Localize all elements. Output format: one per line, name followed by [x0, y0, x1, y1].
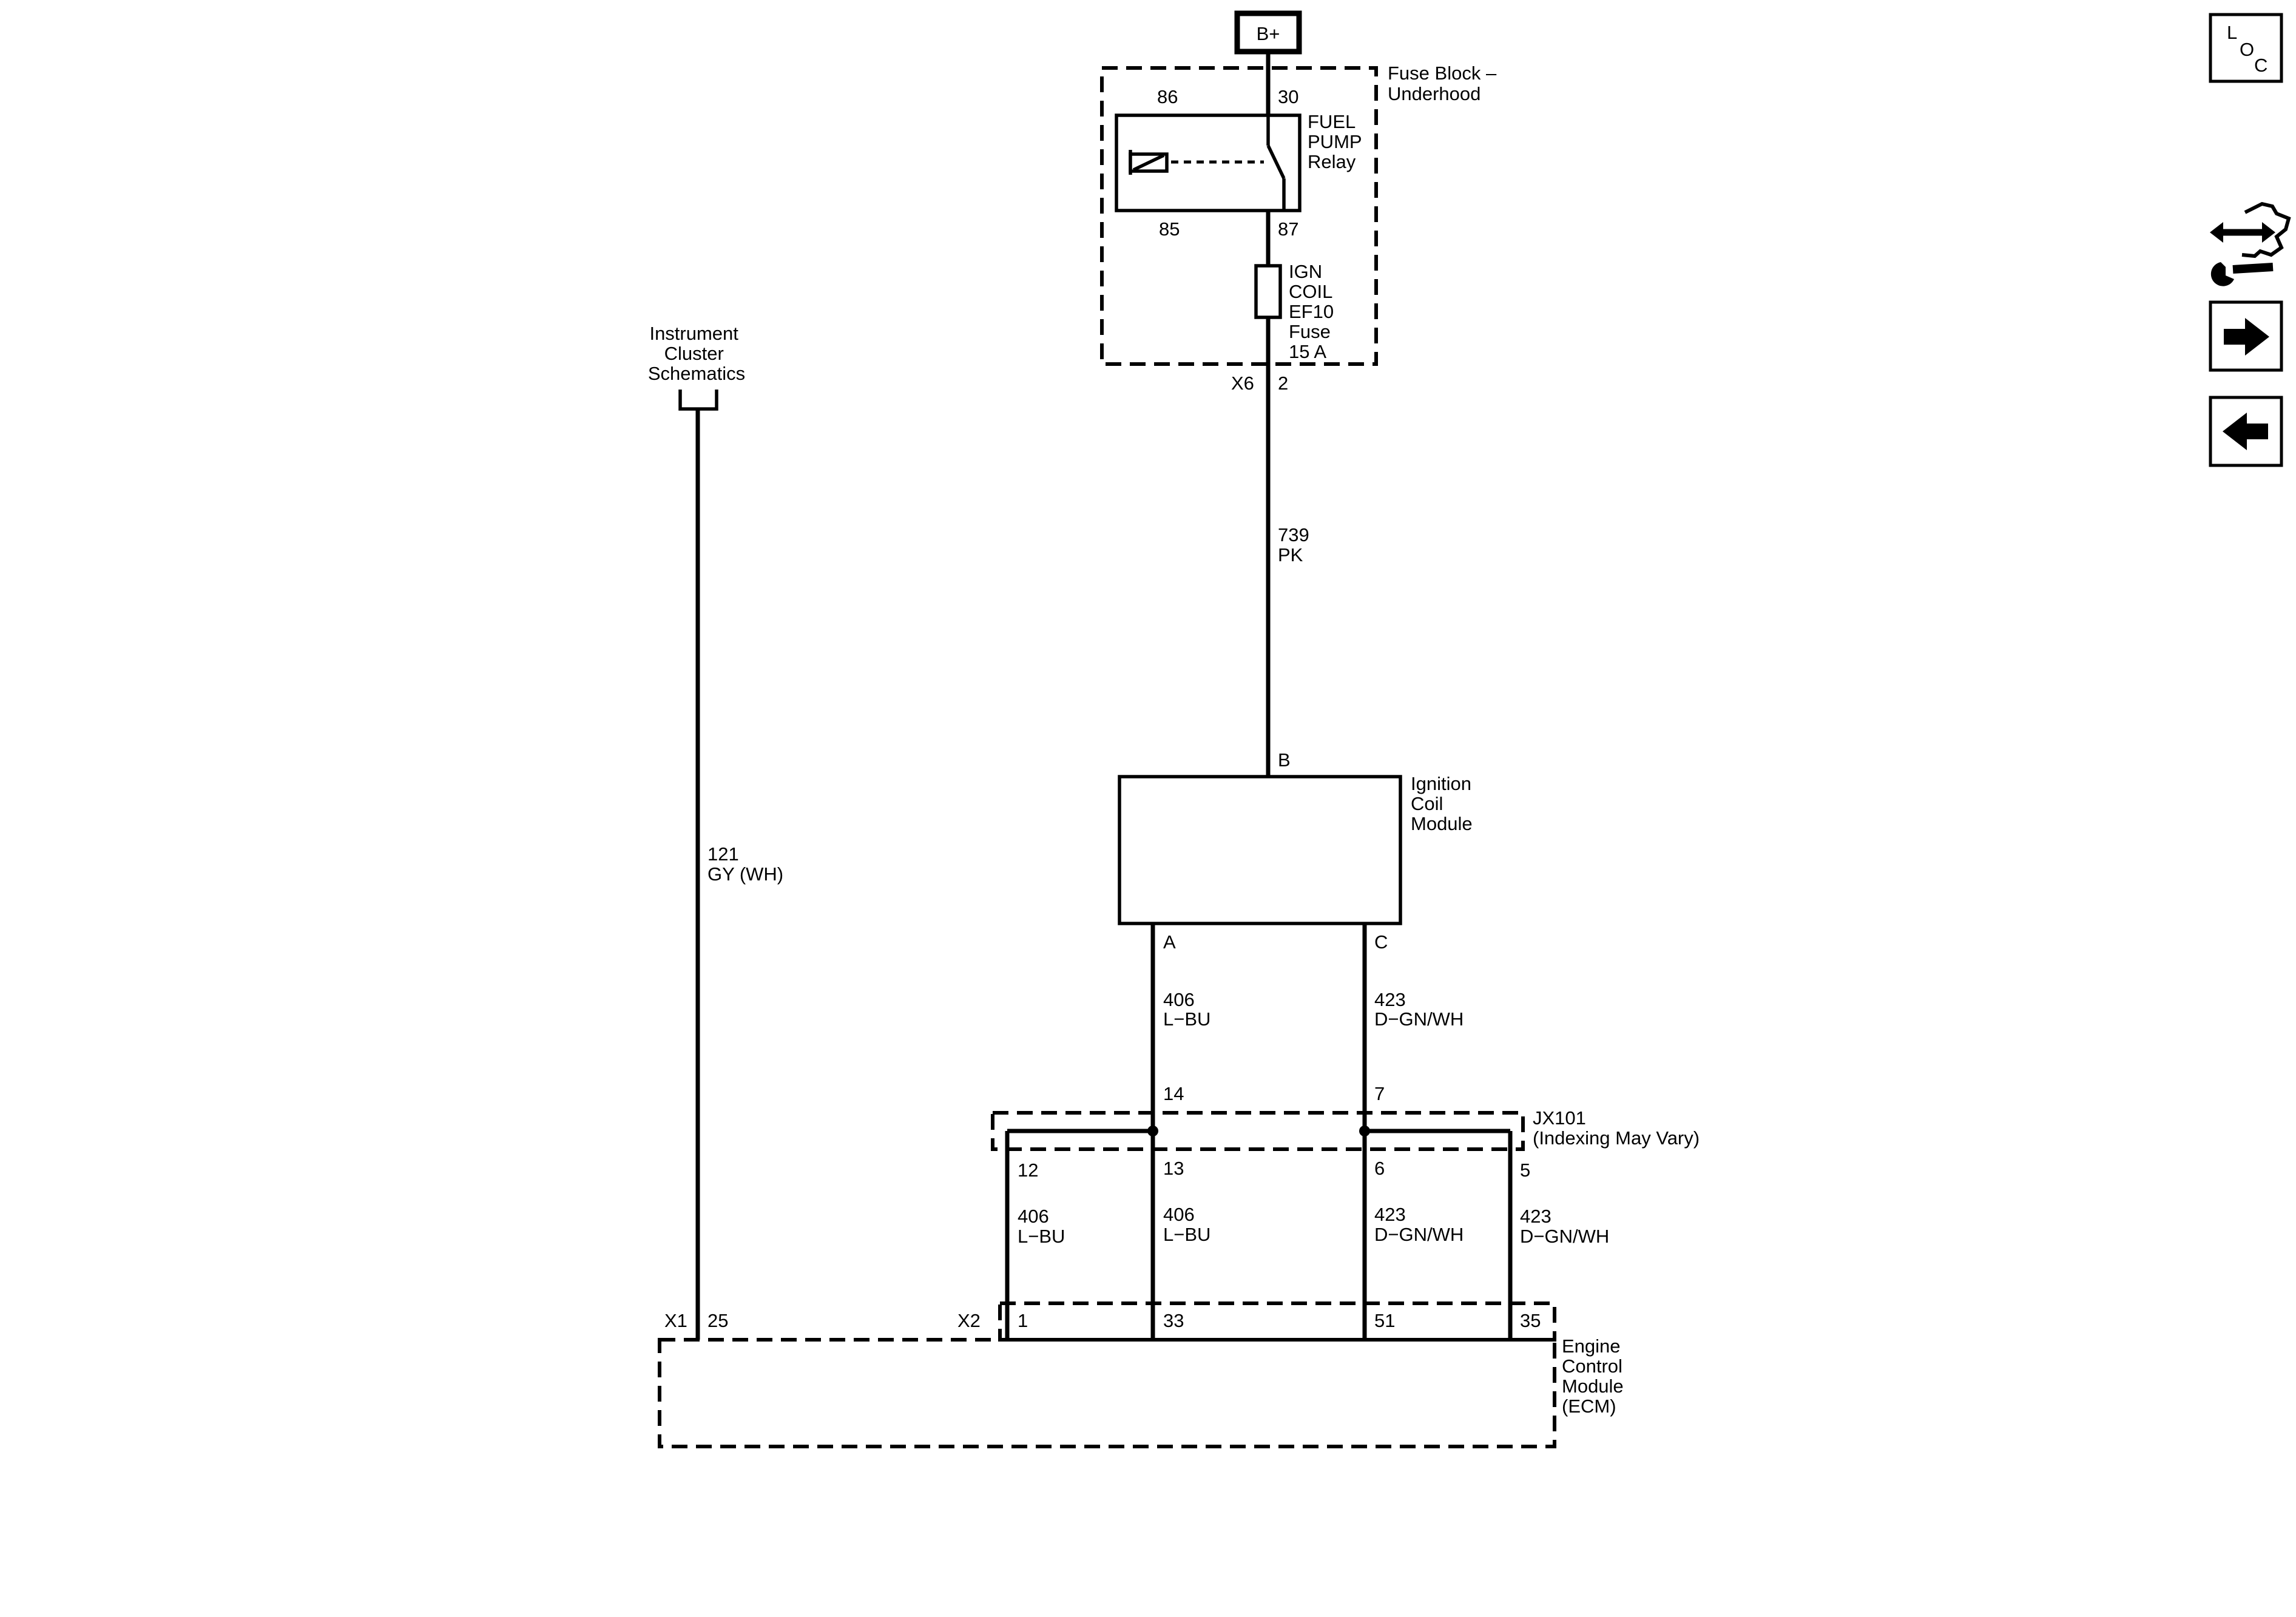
fuse-block-underhood: Fuse Block – Underhood 86 30 85 87 FUEL …: [1100, 62, 1502, 366]
wire-121-color: GY (WH): [707, 863, 783, 885]
jx101-pin-7: 7: [1374, 1083, 1385, 1104]
lower-wire-3-color: D−GN/WH: [1374, 1224, 1464, 1245]
jx101-outline: [991, 1111, 1525, 1151]
jx101-name: JX101 (Indexing May Vary): [1533, 1107, 1700, 1149]
jx101-pin-13: 13: [1163, 1158, 1184, 1179]
wire-423-upper-circuit: 423: [1374, 989, 1406, 1010]
lower-wire-4-circuit: 423: [1520, 1206, 1551, 1227]
splice-pack-jx101: JX101 (Indexing May Vary) 14 7 12 13 6 5: [991, 1083, 1700, 1181]
wire-423-upper-color: D−GN/WH: [1374, 1008, 1464, 1030]
jx101-pin-6: 6: [1374, 1158, 1385, 1179]
relay-pin-85: 85: [1159, 218, 1180, 240]
connector-service-icon[interactable]: [2210, 201, 2291, 286]
jx101-pin-5: 5: [1520, 1160, 1530, 1181]
jx101-pin-14: 14: [1163, 1083, 1184, 1104]
loc-letter-l: L: [2227, 22, 2237, 43]
lower-wire-1-circuit: 406: [1018, 1206, 1049, 1227]
loc-letter-c: C: [2254, 55, 2267, 76]
wire-406-upper-color: L−BU: [1163, 1008, 1210, 1030]
fuel-pump-relay: [1115, 113, 1302, 212]
ignition-coil-module: [1118, 775, 1402, 925]
relay-switch-symbol: [1266, 115, 1286, 211]
ecm-outline: [658, 1338, 1556, 1448]
instrument-cluster-label[interactable]: Instrument Cluster Schematics: [648, 323, 745, 384]
wire-406-upper-circuit: 406: [1163, 989, 1195, 1010]
wire-739-circuit: 739: [1278, 524, 1309, 545]
ecm-x2-connector-outline: [998, 1301, 1556, 1342]
back-arrow-icon[interactable]: [2209, 396, 2283, 467]
ecm-x2-pin-33: 33: [1163, 1310, 1184, 1331]
relay-name: FUEL PUMP Relay: [1308, 111, 1367, 172]
b-plus-source: B+: [1234, 10, 1302, 55]
ign-coil-ef10-fuse: [1254, 264, 1282, 319]
coil-pin-b: B: [1278, 749, 1291, 771]
fuse-block-title: Fuse Block – Underhood: [1388, 62, 1502, 104]
x6-pin-label: 2: [1278, 373, 1288, 394]
fuse-block-outline: [1100, 66, 1378, 366]
lower-wire-1-color: L−BU: [1018, 1226, 1065, 1247]
ecm-x1-pin-25: 25: [707, 1310, 728, 1331]
wire-121-circuit: 121: [707, 843, 739, 865]
instrument-cluster-reference[interactable]: Instrument Cluster Schematics: [648, 323, 745, 411]
ecm-x2-pin-1: 1: [1018, 1310, 1028, 1331]
lower-wire-2-color: L−BU: [1163, 1224, 1210, 1245]
ecm-x2-label: X2: [957, 1310, 981, 1331]
ecm-x2-pin-51: 51: [1374, 1310, 1395, 1331]
relay-pin-30: 30: [1278, 86, 1298, 107]
next-arrow-icon[interactable]: [2209, 300, 2283, 372]
ignition-coil-module-name: Ignition Coil Module: [1411, 773, 1477, 834]
ecm-x1-label: X1: [664, 1310, 687, 1331]
fuse-label: IGN COIL EF10 Fuse 15 A: [1289, 261, 1339, 362]
coil-pin-c: C: [1374, 931, 1388, 953]
relay-coil-symbol: [1129, 150, 1264, 175]
loc-button[interactable]: L O C: [2209, 13, 2283, 83]
lower-wire-3-circuit: 423: [1374, 1204, 1406, 1225]
lower-wire-4-color: D−GN/WH: [1520, 1226, 1609, 1247]
ecm-x2-pin-35: 35: [1520, 1310, 1541, 1331]
coil-pin-a: A: [1163, 931, 1176, 953]
engine-control-module: Engine Control Module (ECM) X1 25 X2 1 3…: [658, 1301, 1629, 1448]
jx101-pin-12: 12: [1018, 1160, 1038, 1181]
wire-739-color: PK: [1278, 544, 1303, 565]
relay-pin-87: 87: [1278, 218, 1298, 240]
ecm-name: Engine Control Module (ECM): [1562, 1335, 1629, 1417]
lower-wire-2-circuit: 406: [1163, 1204, 1195, 1225]
b-plus-label: B+: [1257, 23, 1280, 44]
relay-pin-86: 86: [1157, 86, 1178, 107]
x6-connector-label: X6: [1231, 373, 1254, 394]
loc-letter-o: O: [2240, 39, 2254, 60]
